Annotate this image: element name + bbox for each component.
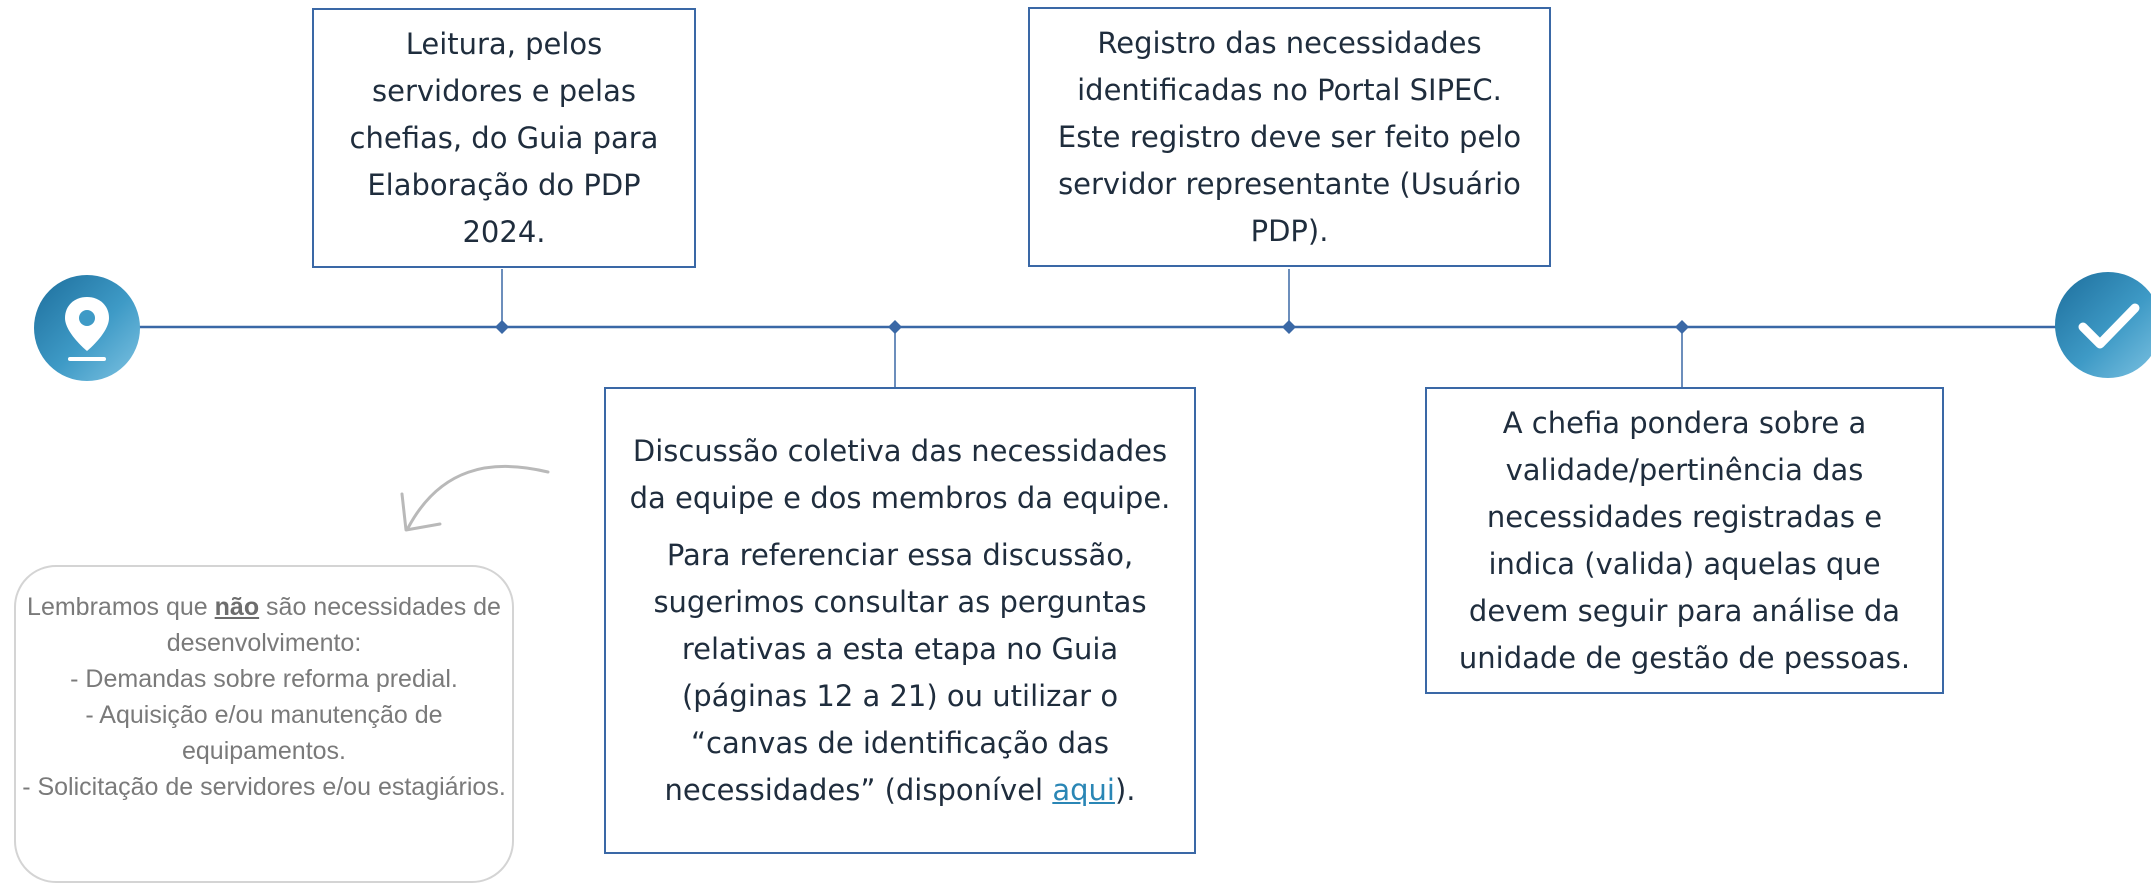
checkmark-icon	[2055, 272, 2151, 378]
step-2-paragraph-2: Para referenciar essa discussão, sugerim…	[624, 532, 1176, 814]
arrowhead	[400, 492, 442, 532]
note-item: - Aquisição e/ou manutenção de equipamen…	[85, 701, 443, 765]
step-3-box: Registro das necessidades identificadas …	[1028, 7, 1551, 267]
step-2-paragraph-2-end: ).	[1114, 772, 1136, 807]
diamond-marker-4	[1675, 320, 1689, 334]
reminder-note: Lembramos que não são necessidades de de…	[14, 565, 514, 883]
diamond-marker-3	[1282, 320, 1296, 334]
note-item: - Demandas sobre reforma predial.	[70, 665, 458, 693]
step-4-text: A chefia pondera sobre a validade/pertin…	[1458, 405, 1911, 675]
note-item: - Solicitação de servidores e/ou estagiá…	[22, 773, 506, 801]
step-4-box: A chefia pondera sobre a validade/pertin…	[1425, 387, 1944, 694]
step-1-text: Leitura, pelos servidores e pelas chefia…	[349, 26, 659, 249]
step-3-text: Registro das necessidades identificadas …	[1057, 25, 1522, 248]
note-intro: Lembramos que não são necessidades de de…	[16, 589, 512, 661]
diamond-marker-2	[888, 320, 902, 334]
step-2-paragraph-2-text: Para referenciar essa discussão, sugerim…	[653, 537, 1147, 807]
note-emphasis: não	[214, 593, 260, 621]
note-intro-end: são necessidades de desenvolvimento:	[166, 593, 501, 657]
curved-arrow-icon	[406, 464, 550, 530]
step-2-box: Discussão coletiva das necessidades da e…	[604, 387, 1196, 854]
canvas-link[interactable]: aqui	[1052, 772, 1115, 807]
location-pin-icon	[34, 275, 140, 381]
note-intro-start: Lembramos que	[27, 593, 215, 621]
step-1-box: Leitura, pelos servidores e pelas chefia…	[312, 8, 696, 268]
step-2-paragraph-1: Discussão coletiva das necessidades da e…	[629, 433, 1171, 515]
diamond-marker-1	[495, 320, 509, 334]
